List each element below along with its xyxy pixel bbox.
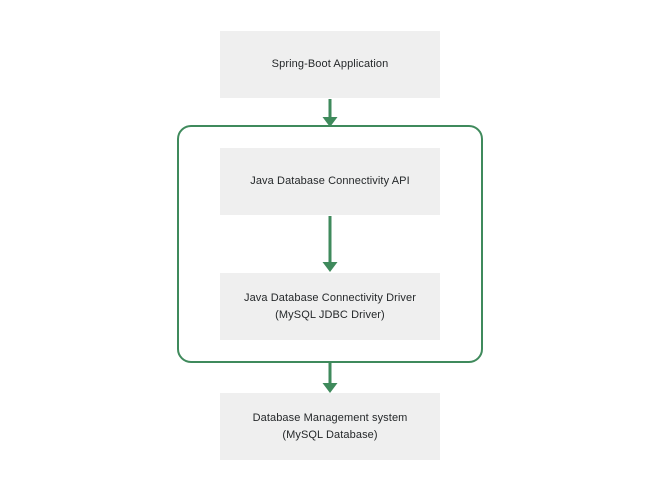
node-label-jdbc-driver: Java Database Connectivity Driver (MySQL…: [243, 291, 417, 321]
node-label-dbms: Database Management system (MySQL Databa…: [252, 411, 408, 441]
node-spring-boot-application: Spring-Boot Application: [220, 31, 440, 98]
node-jdbc-api: Java Database Connectivity API: [220, 148, 440, 215]
node-label-spring-boot-application: Spring-Boot Application: [271, 58, 389, 70]
node-dbms: Database Management system (MySQL Databa…: [220, 393, 440, 460]
jdbc-layer-group-container: [177, 125, 483, 363]
node-label-jdbc-api: Java Database Connectivity API: [250, 175, 410, 187]
node-jdbc-driver: Java Database Connectivity Driver (MySQL…: [220, 273, 440, 340]
